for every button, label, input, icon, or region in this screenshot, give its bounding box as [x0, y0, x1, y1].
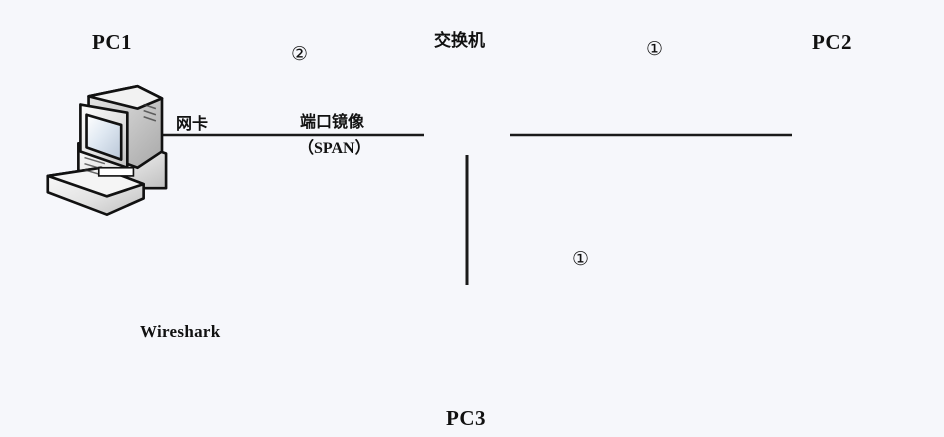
port-mirror-span-label: （SPAN）	[298, 140, 371, 157]
nic-label: 网卡	[176, 114, 209, 133]
port-mirror-label: 端口镜像	[300, 112, 365, 131]
pc1-computer-icon	[46, 84, 168, 217]
pc3-label: PC3	[446, 406, 486, 430]
links-layer	[160, 133, 792, 285]
flow-marker-1-horizontal: ①	[646, 38, 664, 60]
flow-marker-1-vertical: ①	[572, 248, 590, 270]
switch-title-label: 交换机	[434, 31, 485, 51]
pc2-label: PC2	[812, 30, 852, 54]
pc1-label: PC1	[92, 30, 132, 54]
flow-marker-2: ②	[291, 43, 309, 65]
wireshark-label: Wireshark	[140, 322, 221, 341]
